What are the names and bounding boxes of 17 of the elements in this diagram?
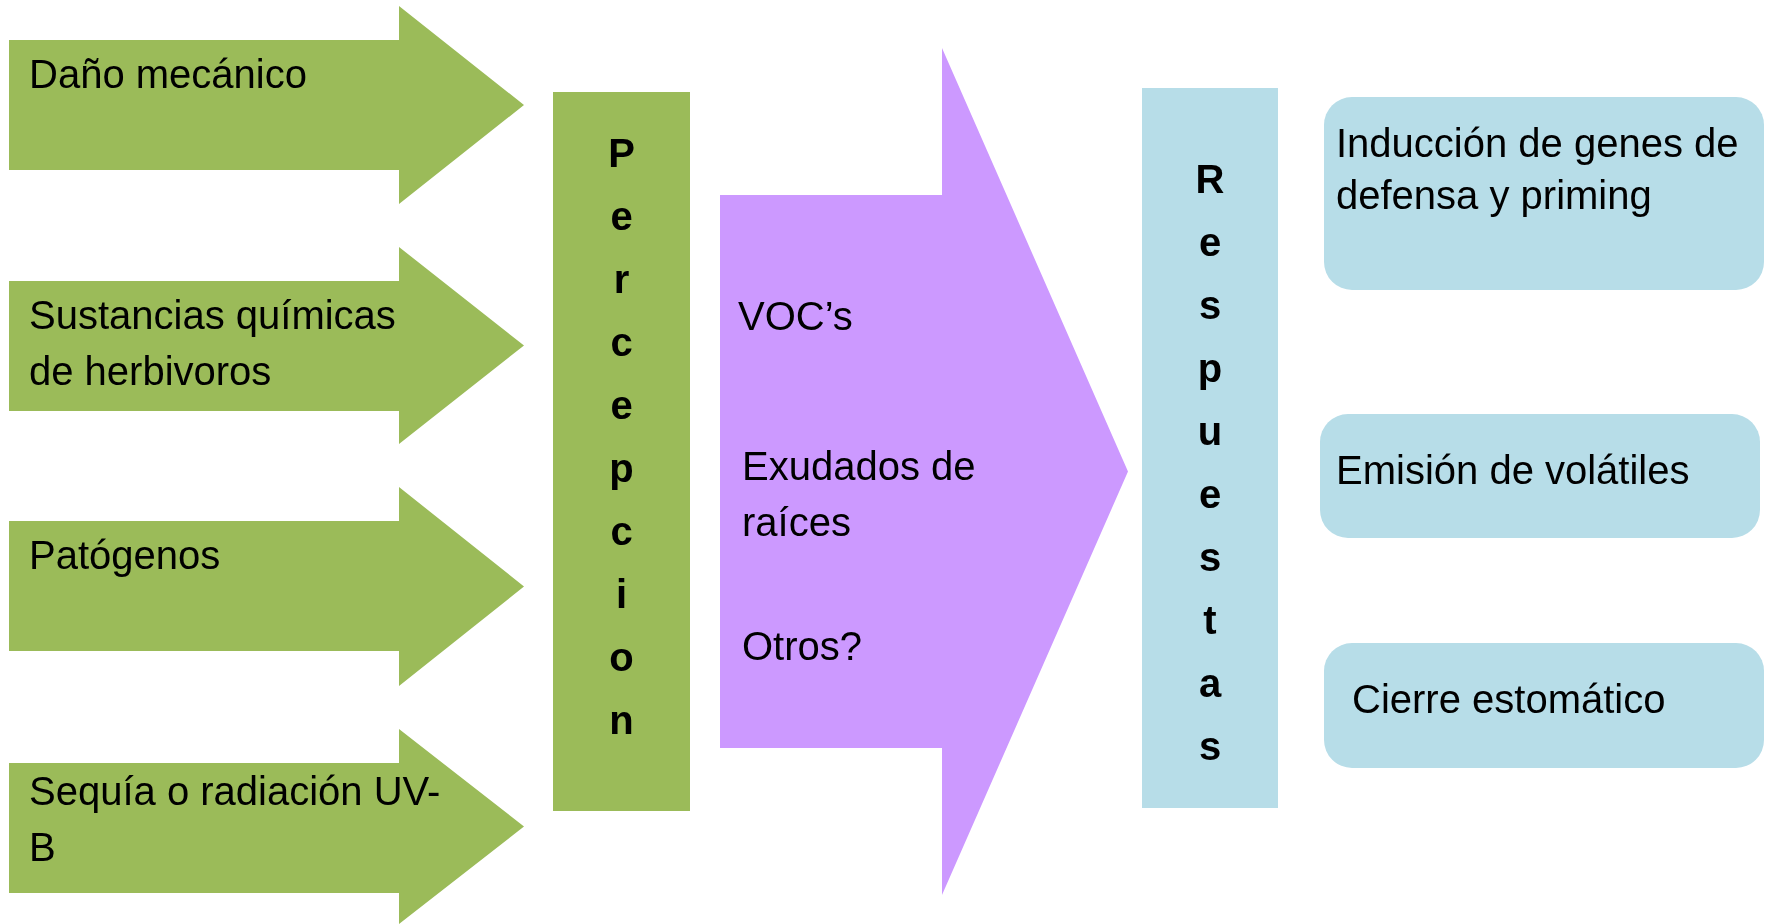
vertical-label: Respuestas: [1195, 156, 1225, 770]
response-box: [1324, 97, 1764, 290]
box-label: Inducción de genes de defensa y priming: [1336, 120, 1740, 219]
vertical-bar: [1142, 88, 1278, 808]
arrow-label: Sustancias químicas de herbivoros: [29, 292, 397, 395]
vertical-bar: [553, 92, 690, 811]
arrow-label: Exudados de raíces: [742, 443, 977, 546]
arrow-label: Sequía o radiación UV-B: [29, 768, 442, 871]
arrow-label: Daño mecánico: [29, 51, 307, 98]
response-box: [1324, 643, 1764, 768]
arrow-label: Patógenos: [29, 532, 221, 579]
box-label: Emisión de volátiles: [1336, 447, 1691, 494]
arrow-label: Otros?: [742, 623, 863, 670]
box-label: Cierre estomático: [1352, 676, 1667, 723]
response-box: [1320, 414, 1760, 538]
vertical-label: Percepcion: [607, 130, 636, 744]
arrow-label: VOC’s: [738, 293, 853, 340]
